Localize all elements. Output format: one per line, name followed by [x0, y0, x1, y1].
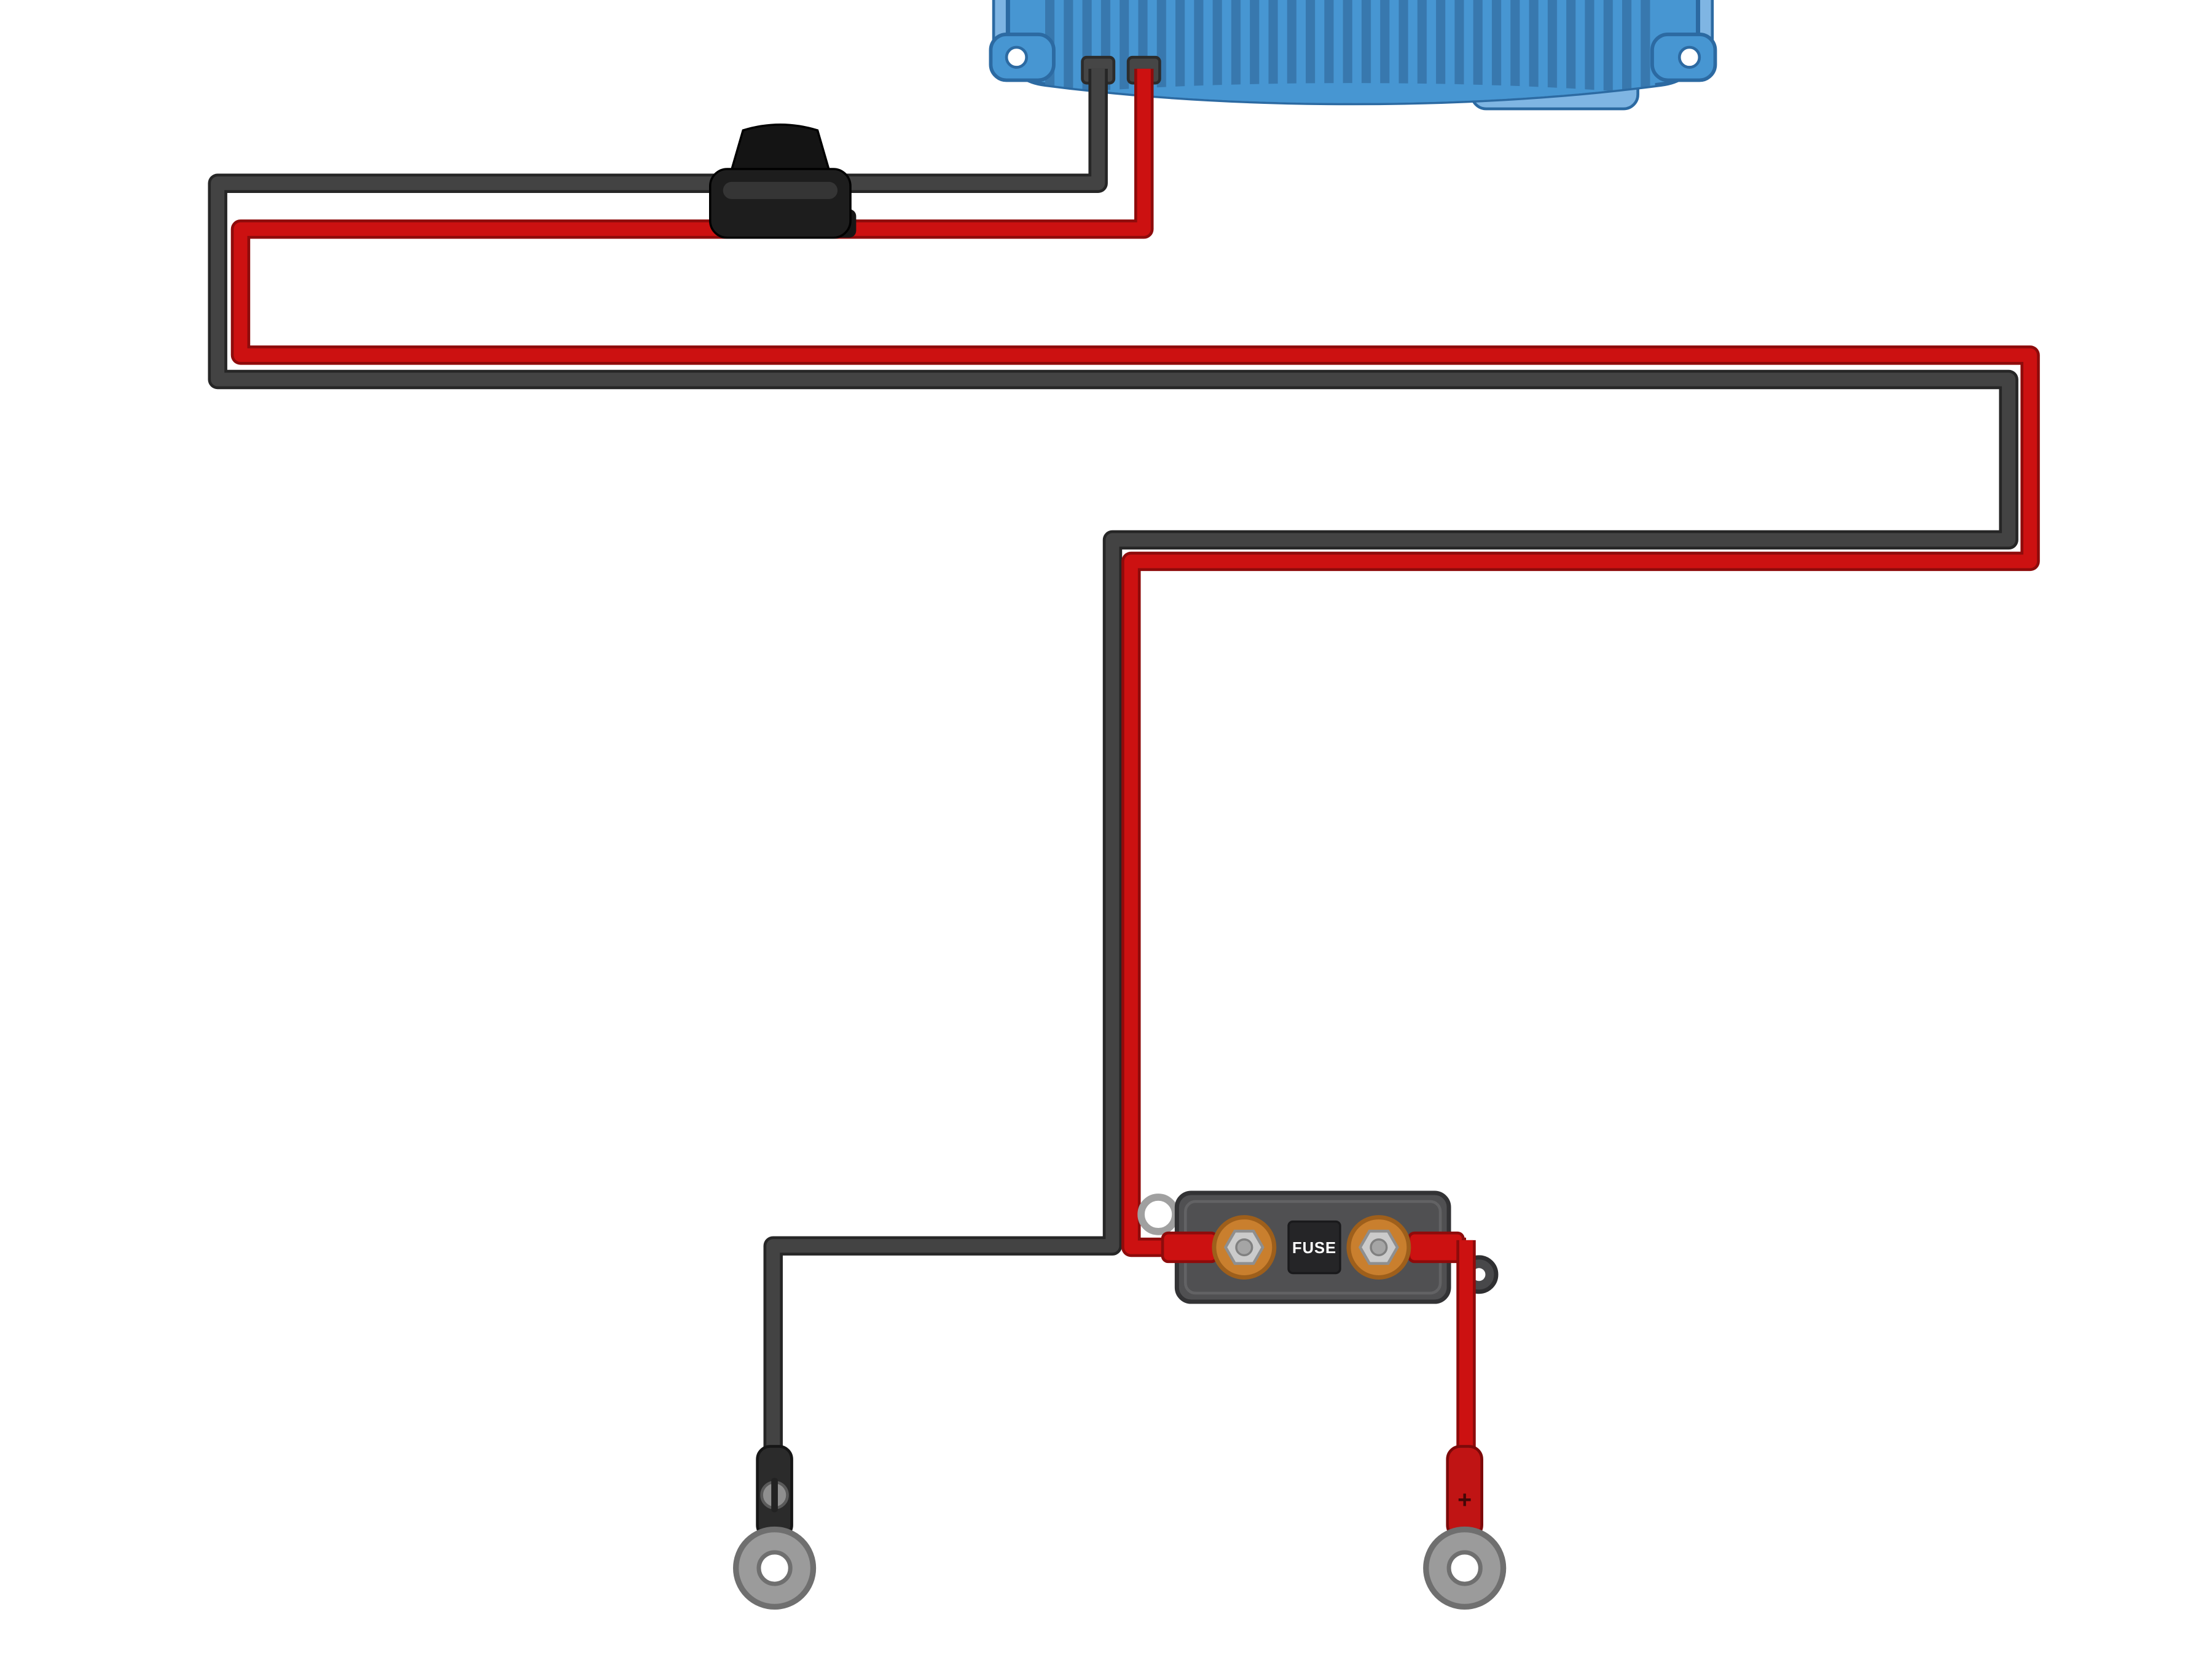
charger-mount-hole-left	[1005, 45, 1029, 69]
fuse-label-plate	[1287, 1220, 1341, 1275]
inline-fuse-holder	[708, 123, 857, 239]
negative-terminal-slot	[771, 1477, 778, 1512]
positive-terminal-marking: +	[1457, 1487, 1472, 1514]
fuse-block: FUSE	[1137, 1190, 1499, 1304]
fuse-nut-right-center	[1370, 1238, 1388, 1257]
inline-fuse-holder-highlight	[723, 181, 838, 199]
fuse-label: FUSE	[1292, 1240, 1336, 1257]
fuse-block-mount-hole-left	[1137, 1194, 1179, 1235]
positive-ring-terminal: +	[1423, 1445, 1507, 1610]
inline-fuse-holder-cap	[729, 123, 832, 176]
fuse-nut-left-center	[1235, 1238, 1253, 1257]
positive-lug-right	[1407, 1231, 1465, 1264]
positive-lug-left	[1161, 1231, 1218, 1264]
charger-mount-hole-right	[1677, 45, 1701, 69]
negative-ring-terminal	[733, 1445, 817, 1610]
negative-wire-core	[211, 68, 2016, 1482]
positive-terminal-ring-hole	[1446, 1550, 1483, 1586]
negative-wire	[208, 68, 2018, 1482]
negative-terminal-ring-hole	[756, 1550, 793, 1586]
inline-fuse-holder-body	[708, 168, 852, 239]
